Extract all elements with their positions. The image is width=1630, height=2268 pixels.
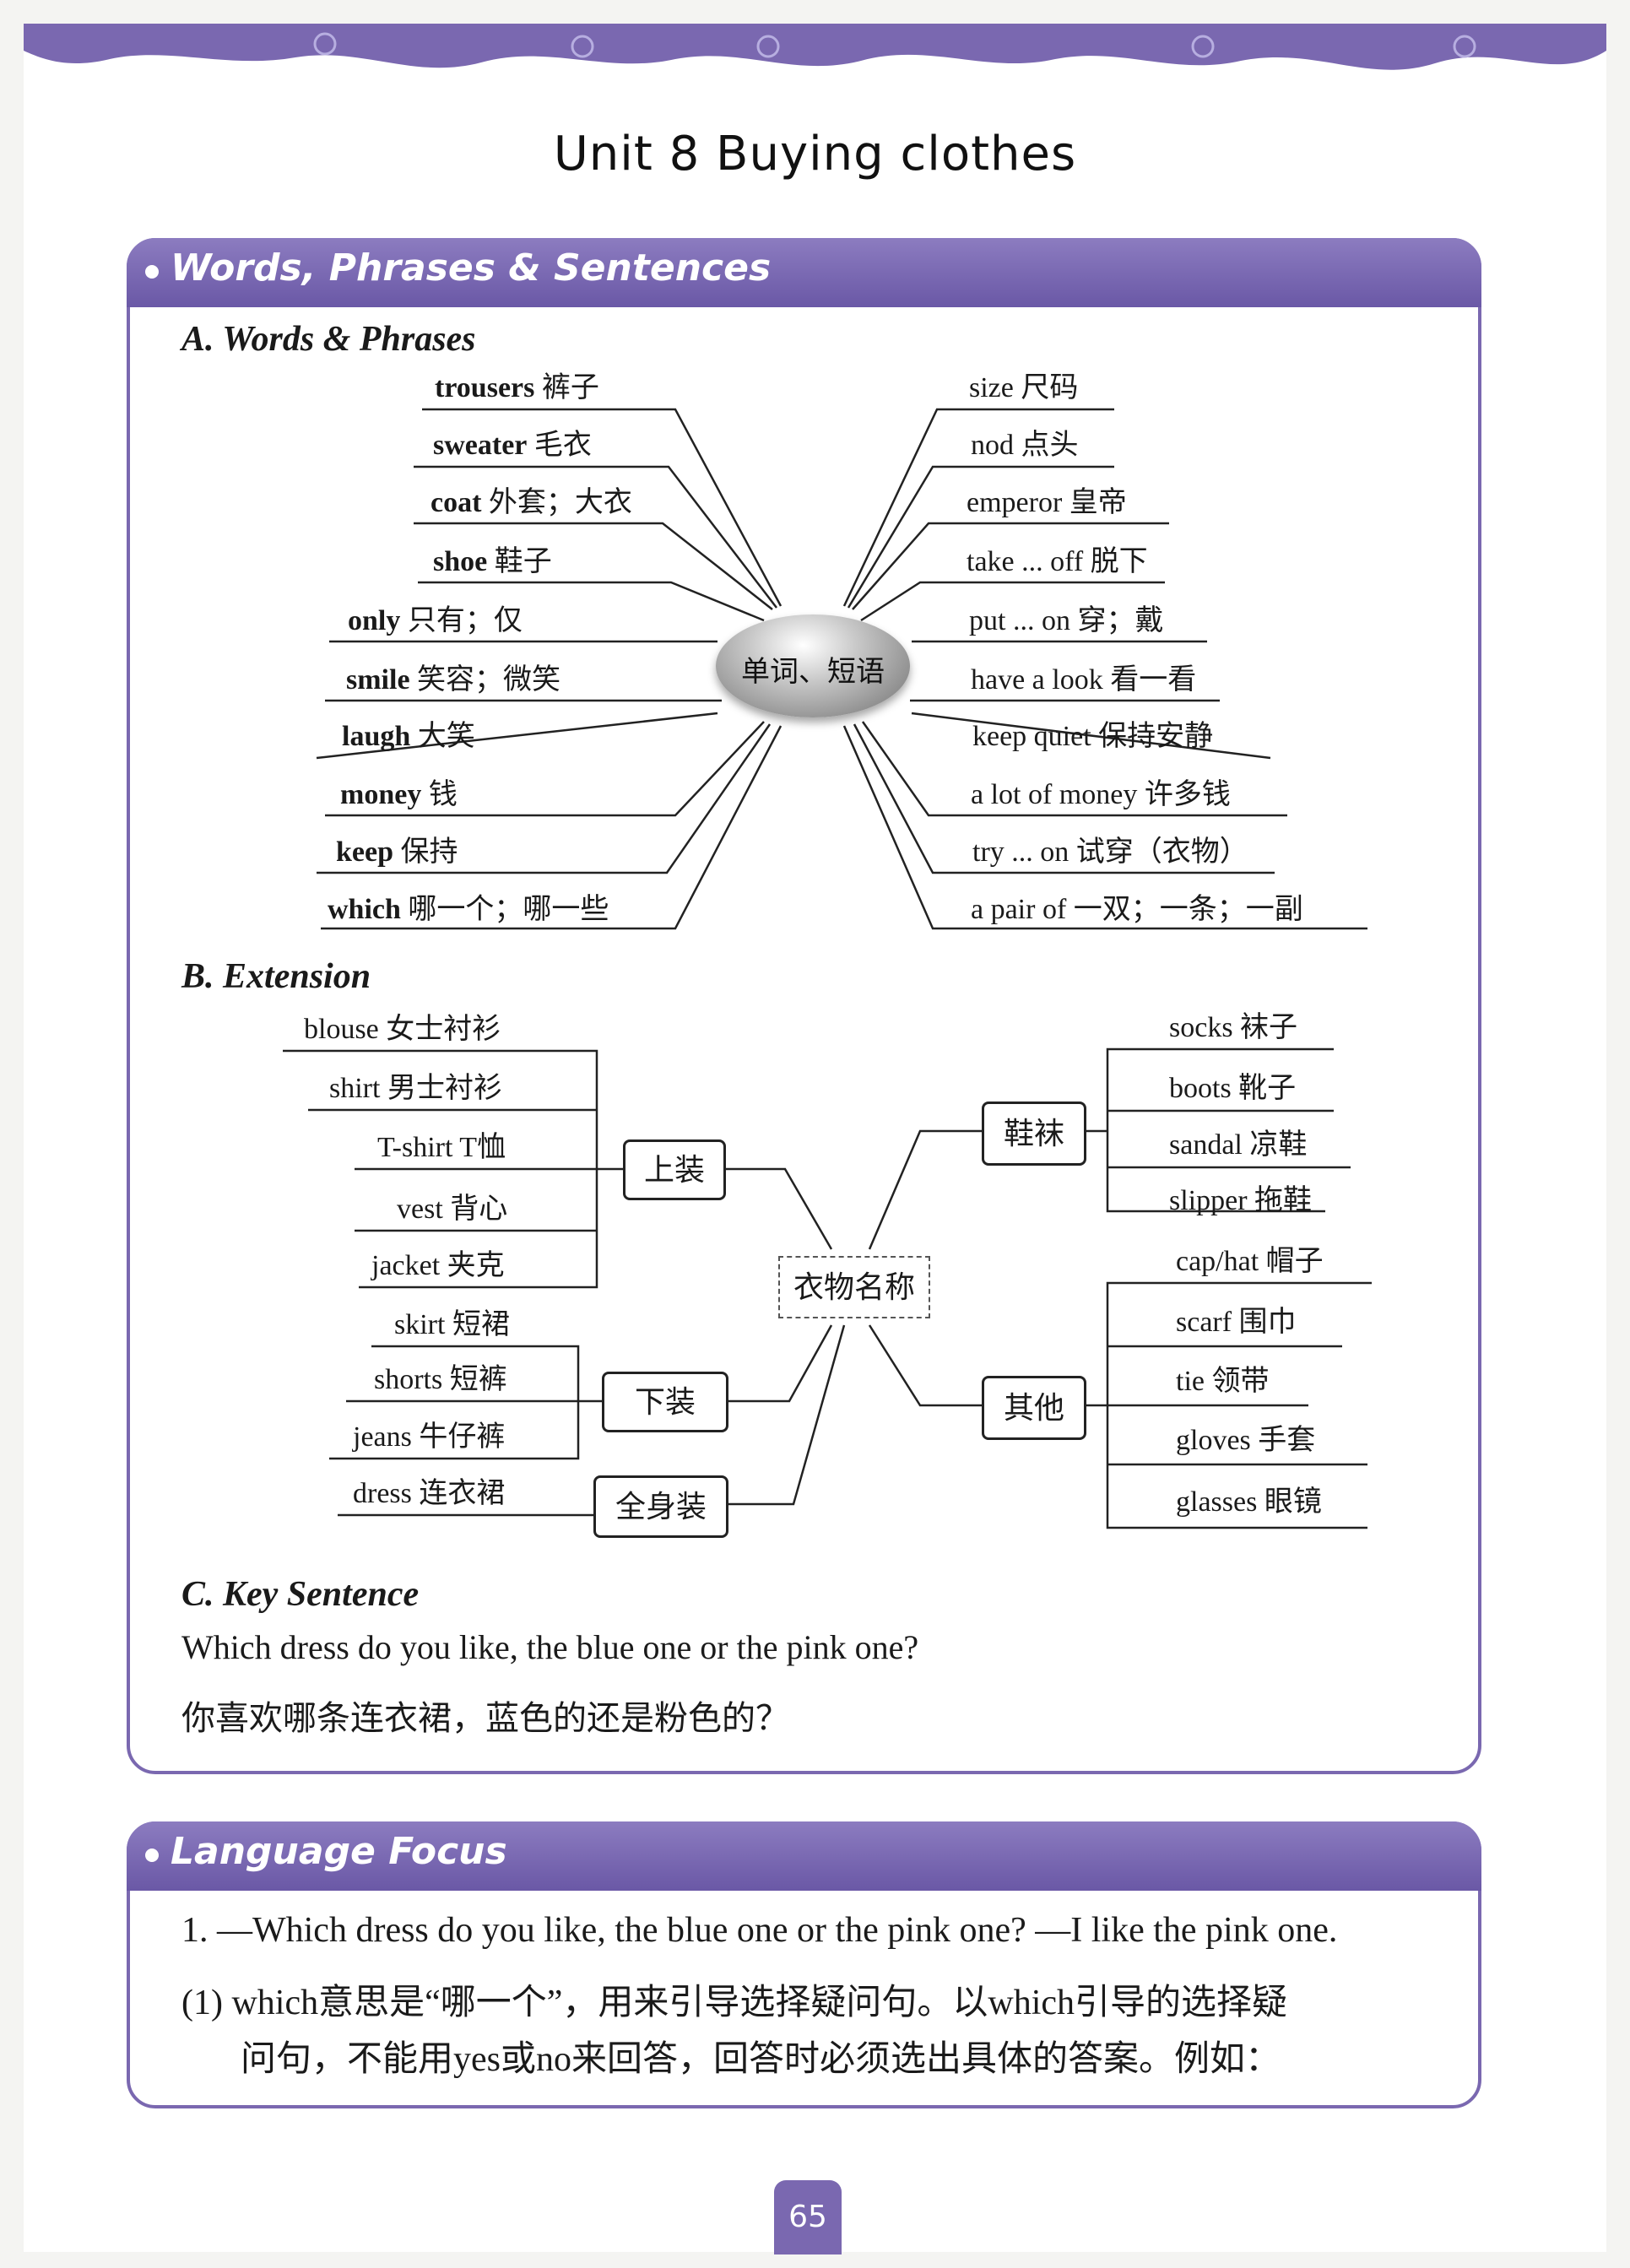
center-oval: 单词、短语: [716, 614, 910, 717]
word-left: keep 保持: [336, 836, 458, 868]
word-left: trousers 裤子: [435, 372, 599, 403]
center-label: 单词、短语: [741, 657, 885, 688]
word-left: shoe 鞋子: [433, 546, 552, 577]
clothing-item: sandal 凉鞋: [1169, 1129, 1308, 1161]
focus-line-2: (1) which意思是“哪一个”，用来引导选择疑问句。以which引导的选择疑: [181, 1984, 1288, 2022]
word-left: smile 笑容；微笑: [346, 664, 561, 696]
unit-title: Unit 8 Buying clothes: [553, 127, 1077, 181]
word-left: laugh 大笑: [342, 721, 475, 752]
word-left: only 只有；仅: [348, 605, 523, 636]
panel-header: Words, Phrases & Sentences: [127, 238, 1481, 307]
word-right: nod 点头: [971, 430, 1079, 461]
clothing-item: boots 靴子: [1169, 1073, 1297, 1104]
clothing-item: socks 袜子: [1169, 1012, 1298, 1043]
key-sentence-english: Which dress do you like, the blue one or…: [181, 1628, 919, 1666]
clothing-item: gloves 手套: [1176, 1425, 1316, 1456]
category-other-box: 其他: [982, 1376, 1086, 1440]
section-a-heading: A. Words & Phrases: [181, 320, 476, 359]
words-phrases-panel: Words, Phrases & Sentences: [127, 238, 1481, 1774]
word-left: money 钱: [340, 779, 458, 810]
page-number: 65: [774, 2180, 842, 2254]
clothing-item: cap/hat 帽子: [1176, 1246, 1324, 1277]
word-right: try ... on 试穿（衣物）: [972, 836, 1248, 868]
bullet-icon: [145, 265, 159, 279]
key-sentence-chinese: 你喜欢哪条连衣裙，蓝色的还是粉色的？: [181, 1699, 789, 1737]
word-right: keep quiet 保持安静: [972, 721, 1214, 752]
category-whole-box: 全身装: [593, 1475, 728, 1538]
extension-diagram-lines: [283, 1047, 1372, 1529]
top-wave-banner: [24, 24, 1606, 70]
word-left: sweater 毛衣: [433, 430, 592, 461]
word-right: emperor 皇帝: [967, 487, 1127, 518]
clothing-item: jacket 夹克: [371, 1250, 505, 1281]
panel-header-title: Language Focus: [171, 1830, 507, 1873]
language-focus-panel: Language Focus: [127, 1821, 1481, 2108]
bullet-icon: [145, 1849, 159, 1862]
clothing-item: T-shirt T恤: [377, 1132, 506, 1163]
clothing-item: jeans 牛仔裤: [353, 1421, 506, 1453]
word-right: size 尺码: [969, 372, 1079, 403]
word-left: which 哪一个；哪一些: [328, 894, 609, 925]
panel-header: Language Focus: [127, 1821, 1481, 1891]
category-shoes-box: 鞋袜: [982, 1102, 1086, 1166]
clothes-center-box: 衣物名称: [778, 1256, 930, 1318]
word-right: a pair of 一双；一条；一副: [971, 894, 1303, 925]
clothing-item: blouse 女士衬衫: [304, 1014, 501, 1045]
category-bottom-box: 下装: [602, 1372, 728, 1432]
clothing-item: slipper 拖鞋: [1169, 1185, 1313, 1216]
clothing-item: glasses 眼镜: [1176, 1486, 1322, 1518]
word-right: a lot of money 许多钱: [971, 779, 1231, 810]
focus-line-3: 问句，不能用yes或no来回答，回答时必须选出具体的答案。例如：: [241, 2040, 1281, 2079]
word-right: have a look 看一看: [971, 664, 1197, 696]
section-b-heading: B. Extension: [181, 957, 371, 996]
clothing-item: shirt 男士衬衫: [329, 1073, 502, 1104]
clothing-item: skirt 短裙: [394, 1309, 510, 1340]
focus-line-1: 1. —Which dress do you like, the blue on…: [181, 1911, 1338, 1950]
panel-header-title: Words, Phrases & Sentences: [171, 246, 772, 290]
category-top-box: 上装: [623, 1139, 726, 1200]
word-right: take ... off 脱下: [967, 546, 1148, 577]
word-right: put ... on 穿；戴: [969, 605, 1164, 636]
clothing-item: tie 领带: [1176, 1366, 1270, 1397]
clothing-item: shorts 短裤: [374, 1364, 507, 1395]
clothing-item: vest 背心: [397, 1194, 508, 1225]
word-left: coat 外套；大衣: [431, 487, 632, 518]
clothing-item: scarf 围巾: [1176, 1307, 1297, 1338]
clothing-item: dress 连衣裙: [353, 1478, 506, 1509]
words-mindmap-lines: [316, 408, 1367, 930]
section-c-heading: C. Key Sentence: [181, 1575, 420, 1614]
